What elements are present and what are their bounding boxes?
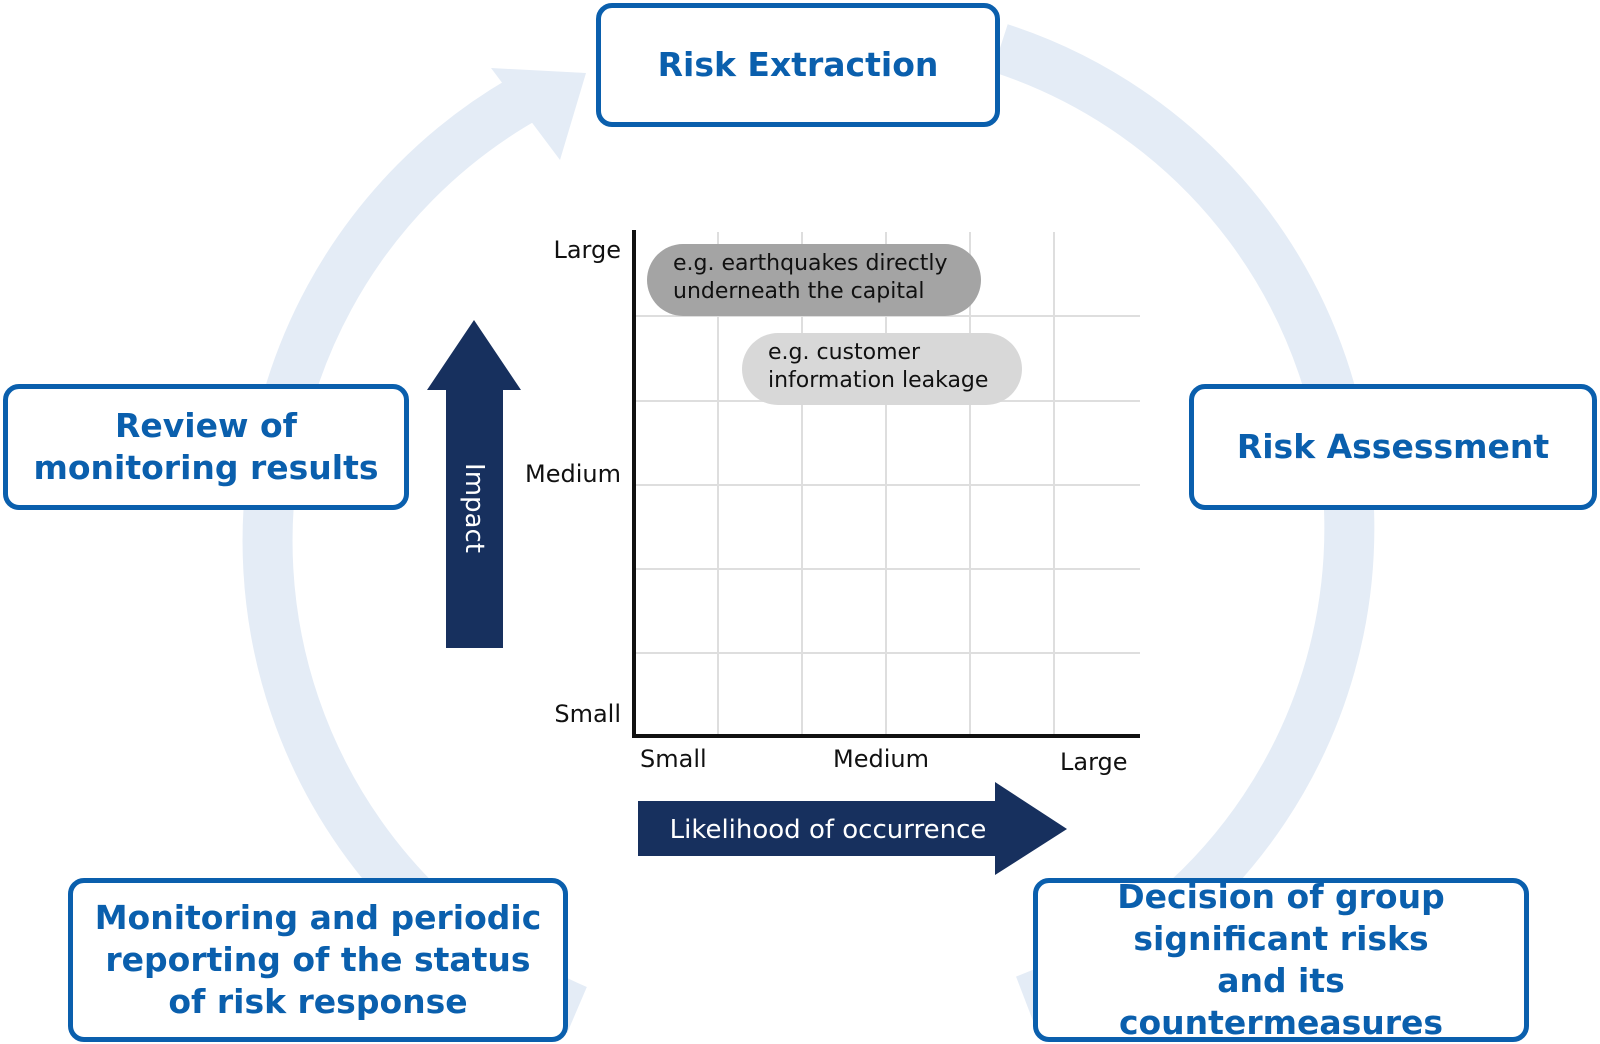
risk-example-information-leakage: e.g. customer information leakage: [742, 333, 1022, 405]
y-tick-medium: Medium: [525, 460, 621, 488]
cycle-arrow-head: [491, 68, 586, 160]
likelihood-arrow: [638, 782, 1067, 875]
step-decision-of-significant-risks: Decision of group significant risks and …: [1033, 877, 1529, 1042]
step-risk-extraction: Risk Extraction: [596, 3, 1000, 127]
x-tick-medium: Medium: [833, 745, 929, 773]
y-tick-small: Small: [554, 700, 621, 728]
impact-arrow: [427, 320, 521, 648]
likelihood-axis-label: Likelihood of occurrence: [669, 815, 987, 845]
step-risk-assessment: Risk Assessment: [1189, 384, 1597, 510]
impact-axis-label: Impact: [459, 463, 489, 553]
risk-example-earthquake: e.g. earthquakes directly underneath the…: [647, 244, 981, 316]
cycle-ring: [242, 24, 1375, 1033]
x-tick-small: Small: [640, 745, 707, 773]
step-monitoring-and-reporting: Monitoring and periodic reporting of the…: [68, 878, 568, 1042]
step-review-of-monitoring-results: Review of monitoring results: [3, 384, 409, 510]
x-tick-large: Large: [1060, 748, 1128, 776]
y-tick-large: Large: [553, 236, 621, 264]
